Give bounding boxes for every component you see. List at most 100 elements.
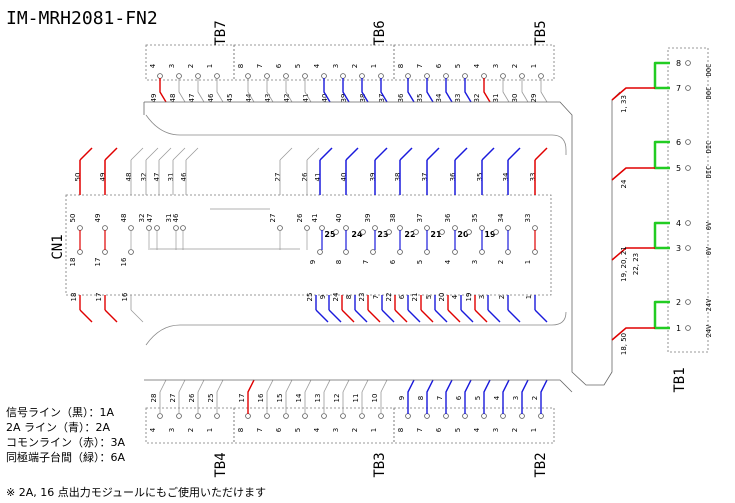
bottom-terminal-screw [462,413,468,419]
tb1-feed-wire [611,247,655,261]
tb1-terminal-screw [685,60,691,66]
legend: 信号ライン（黒）：1A 2A ライン（青）：2A コモンライン（赤）：3A 同極… [6,405,125,465]
cn1-top-inner-pin: 27 [269,214,277,223]
cn1-top-fanout [507,147,521,161]
cn1-bottom-outer-pin: 2 [498,295,506,299]
top-terminal-screw [176,73,182,79]
cn1-top-outer-pin: 36 [449,172,457,181]
cn1-mid-pin [386,229,392,235]
top-terminal-number: 2 [351,64,359,68]
bottom-wire-number: 12 [333,394,341,403]
cn1-label: CN1 [50,234,66,259]
top-stub-wire [266,78,274,103]
cn1-bottom-pin [102,249,108,255]
harness-bottom-curve [145,311,567,346]
cn1-top-pin [128,225,134,231]
tb1-terminal-number: 6 [676,138,681,147]
top-stub-wire [342,78,350,103]
tb1-wire-group: 18, 50 [620,333,628,355]
cn1-top-outer-pin: 34 [502,172,510,181]
top-stub-wire [407,78,415,103]
top-terminal-screw [443,73,449,79]
bottom-terminal-number: 6 [275,427,283,432]
top-stub-wire [197,78,205,103]
cn1-top-fanout [345,147,359,161]
top-stub-wire [216,78,224,103]
tb1-terminal-screw [685,245,691,251]
top-terminal-number: 1 [206,64,214,68]
cn1-top-outer-pin: 31 [167,173,175,182]
tb1-terminal-screw [685,139,691,145]
cn1-bottom-inner-pin: 18 [69,258,77,267]
tb1-pin-name: DOC [705,87,713,100]
bottom-stub-wire [159,379,167,414]
cn1-top-outer-pin: 39 [369,173,377,182]
tb1-pin-name: 0V [705,246,713,255]
top-wire-number: 48 [169,94,177,103]
cn1-bottom-fanout [328,309,342,323]
tb1-label: TB1 [672,367,688,392]
bottom-stub-wire [247,379,255,414]
top-terminal-screw [538,73,544,79]
top-terminal-screw [157,73,163,79]
bottom-terminal-screw [481,413,487,419]
cn1-top-pin [154,225,160,231]
cn1-top-inner-pin: 39 [364,214,372,223]
tb1-pin-name: DIC [705,166,713,179]
bottom-terminal-screw [359,413,365,419]
top-terminal-screw [500,73,506,79]
tb1-green-jumper [653,140,670,170]
bottom-stub-wire [464,379,472,414]
tb1-terminal-number: 5 [676,164,681,173]
tb1-pin-name: 24V [705,298,713,311]
top-stub-wire [464,78,472,103]
cn1-bottom-outer-pin: 7 [372,295,380,299]
bottom-terminal-number: 2 [187,428,195,432]
cn1-top-pin [397,225,403,231]
bottom-wire-number: 13 [314,394,322,403]
tb1-green-jumper [653,61,670,90]
top-terminal-screw [405,73,411,79]
cn1-bottom-outer-pin: 4 [451,294,459,299]
top-stub-wire [380,78,388,103]
tb4-frame [145,407,235,444]
cn1-bottom-outer-pin: 19 [465,293,473,302]
top-wire-number: 36 [397,93,405,102]
bottom-terminal-screw [519,413,525,419]
bottom-stub-wire [197,379,205,414]
top-wire-number: 33 [454,94,462,103]
top-terminal-number: 5 [294,64,302,68]
bottom-stub-wire [285,379,293,414]
top-terminal-screw [245,73,251,79]
cn1-top-pin [277,225,283,231]
cn1-frame [65,194,552,296]
cn1-bottom-inner-pin: 9 [309,260,317,264]
tb1-pin-name: DIC [705,141,713,154]
bottom-wire-number: 7 [436,396,444,400]
tb2-label: TB2 [533,452,549,477]
cn1-bottom-fanout [474,309,488,323]
top-terminal-number: 4 [473,63,481,68]
top-terminal-screw [321,73,327,79]
cn1-top-pin [173,225,179,231]
bottom-terminal-number: 1 [530,428,538,432]
cn1-bottom-outer-pin: 9 [319,295,327,299]
top-wire-number: 47 [188,94,196,103]
top-terminal-screw [359,73,365,79]
cn1-top-outer-pin: 46 [180,172,188,181]
top-terminal-screw [462,73,468,79]
tb1-pin-name: 24V [705,324,713,337]
cn1-bottom-outer-pin: 22 [385,293,393,302]
bottom-stub-wire [304,379,312,414]
top-stub-wire [540,78,548,103]
cn1-top-fanout [534,147,548,161]
top-stub-wire [521,78,529,103]
bottom-terminal-screw [500,413,506,419]
bottom-terminal-number: 4 [149,427,157,432]
cn1-top-fanout [158,147,172,161]
bottom-wire-number: 27 [169,394,177,403]
top-terminal-number: 3 [168,64,176,68]
legend-same-pole: 同極端子台間（緑）：6A [6,451,126,464]
cn1-bottom-outer-pin: 17 [95,293,103,302]
tb2-frame [393,407,555,444]
